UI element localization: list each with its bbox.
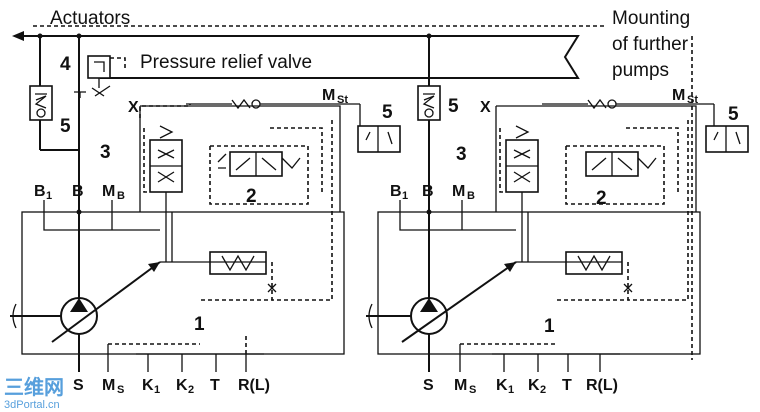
svg-text:S: S xyxy=(469,384,476,396)
svg-text:1: 1 xyxy=(46,190,52,202)
svg-text:M: M xyxy=(454,377,467,394)
svg-text:M: M xyxy=(322,87,335,104)
callout-3-left: 3 xyxy=(100,142,111,163)
port-mst-left: M St xyxy=(322,87,348,106)
svg-text:1: 1 xyxy=(154,384,160,396)
svg-text:M: M xyxy=(452,183,465,200)
pressure-relief-valve-symbol xyxy=(74,36,126,98)
port-b-left: B xyxy=(72,183,84,200)
svg-text:K: K xyxy=(496,377,508,394)
svg-text:K: K xyxy=(142,377,154,394)
callout-5-right-check: 5 xyxy=(448,96,459,117)
label-pressure-relief-valve: Pressure relief valve xyxy=(140,52,312,73)
callout-1-right: 1 xyxy=(544,316,555,337)
svg-text:B: B xyxy=(467,190,475,202)
svg-text:1: 1 xyxy=(402,190,408,202)
port-k2-right: K 2 xyxy=(528,377,546,396)
label-mounting-3: pumps xyxy=(612,60,669,81)
svg-text:M: M xyxy=(102,183,115,200)
watermark-site: 3dPortal.cn xyxy=(4,399,60,411)
port-mb-right: M B xyxy=(452,183,475,202)
svg-text:B: B xyxy=(34,183,46,200)
pump-unit-left xyxy=(10,36,401,372)
watermark-logo: 三维网 xyxy=(4,375,64,399)
svg-text:1: 1 xyxy=(508,384,514,396)
port-k1-right: K 1 xyxy=(496,377,514,396)
callout-2-left: 2 xyxy=(246,186,257,207)
check-valve-left xyxy=(29,36,79,151)
port-k2-left: K 2 xyxy=(176,377,194,396)
callout-2-right: 2 xyxy=(596,188,607,209)
callout-4: 4 xyxy=(60,54,71,75)
svg-text:K: K xyxy=(528,377,540,394)
svg-text:M: M xyxy=(672,87,685,104)
callout-3-right: 3 xyxy=(456,144,467,165)
actuator-supply-line xyxy=(12,31,580,79)
svg-text:2: 2 xyxy=(188,384,194,396)
port-t-right: T xyxy=(562,377,572,394)
callout-1-left: 1 xyxy=(194,314,205,335)
port-s-left: S xyxy=(73,377,84,394)
pump-unit-right xyxy=(366,36,749,372)
label-mounting-1: Mounting xyxy=(612,8,690,29)
callout-5-right-mst: 5 xyxy=(728,104,739,125)
port-mst-right: M St xyxy=(672,87,698,106)
svg-text:St: St xyxy=(687,94,698,106)
port-ms-left: M S xyxy=(102,377,124,396)
svg-text:B: B xyxy=(117,190,125,202)
port-ms-right: M S xyxy=(454,377,476,396)
port-rl-right: R(L) xyxy=(586,377,618,394)
svg-text:St: St xyxy=(337,94,348,106)
callout-5-left-check: 5 xyxy=(60,116,71,137)
svg-text:2: 2 xyxy=(540,384,546,396)
port-x-left: X xyxy=(128,99,139,116)
port-t-left: T xyxy=(210,377,220,394)
port-rl-left: R(L) xyxy=(238,377,270,394)
port-k1-left: K 1 xyxy=(142,377,160,396)
svg-text:K: K xyxy=(176,377,188,394)
callout-5-left-mst: 5 xyxy=(382,102,393,123)
svg-text:S: S xyxy=(117,384,124,396)
label-actuators: Actuators xyxy=(50,8,130,29)
port-b1-right: B 1 xyxy=(390,183,408,202)
port-b-right: B xyxy=(422,183,434,200)
port-x-right: X xyxy=(480,99,491,116)
port-mb-left: M B xyxy=(102,183,125,202)
svg-text:B: B xyxy=(390,183,402,200)
svg-text:M: M xyxy=(102,377,115,394)
label-mounting-2: of further xyxy=(612,34,689,55)
site-watermark: 三维网 3dPortal.cn xyxy=(4,375,64,411)
port-s-right: S xyxy=(423,377,434,394)
port-b1-left: B 1 xyxy=(34,183,52,202)
